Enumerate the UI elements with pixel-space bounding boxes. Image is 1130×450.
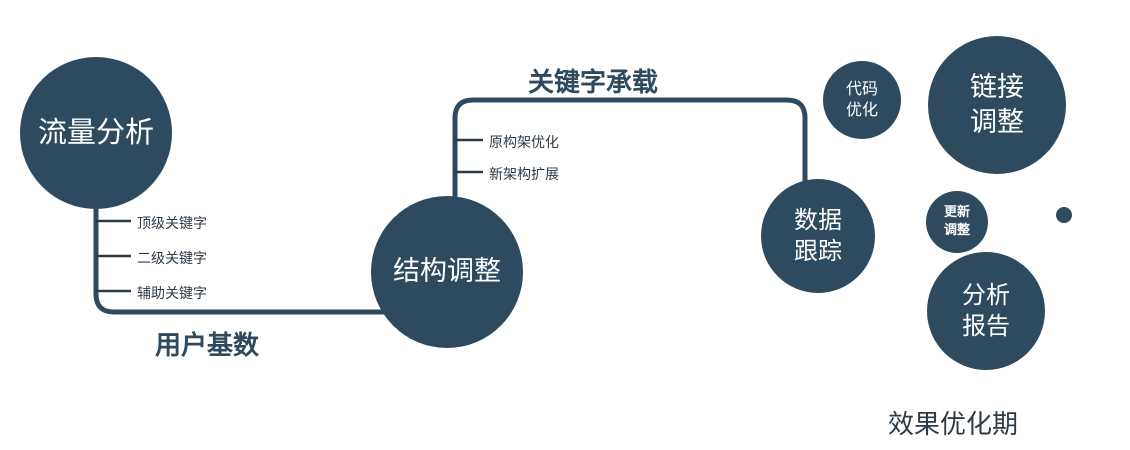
node-code-optimization-line1: 代码 [845,79,878,99]
node-update-adjust: 更新 调整 [926,191,988,253]
node-traffic-analysis-label: 流量分析 [37,115,154,150]
node-data-tracking-line1: 数据 [794,205,842,234]
tick-label-new-arch: 新架构扩展 [489,167,559,183]
node-code-optimization-line2: 优化 [845,100,878,119]
node-update-adjust-line1: 更新 [943,205,970,221]
edge-label-user-base: 用户基数 [155,331,260,361]
node-data-tracking-line2: 跟踪 [794,237,842,265]
node-structure-adjust: 结构调整 [371,196,523,348]
node-code-optimization: 代码 优化 [823,61,901,139]
tick-label-top-keywords: 顶级关键字 [137,216,207,232]
tick-label-second-keywords: 二级关键字 [137,251,207,267]
node-link-adjust: 链接 调整 [928,36,1066,174]
node-analysis-report: 分析 报告 [927,252,1045,370]
node-analysis-report-line2: 报告 [962,312,1010,340]
node-update-adjust-line2: 调整 [943,223,970,238]
tick-label-aux-keywords: 辅助关键字 [137,286,207,302]
node-traffic-analysis: 流量分析 [20,57,172,209]
node-analysis-report-line1: 分析 [962,280,1010,309]
node-structure-adjust-label: 结构调整 [393,256,501,288]
footer-caption: 效果优化期 [888,410,1019,440]
connector-keyword-carry [452,97,808,204]
node-link-adjust-line1: 链接 [970,71,1024,103]
node-link-adjust-line2: 调整 [970,107,1024,138]
edge-label-keyword-carry: 关键字承载 [528,68,659,98]
tick-label-original-arch: 原构架优化 [489,135,559,151]
connector-user-base [93,200,388,315]
node-data-tracking: 数据 跟踪 [761,179,875,293]
small-dot-marker [1056,207,1072,223]
